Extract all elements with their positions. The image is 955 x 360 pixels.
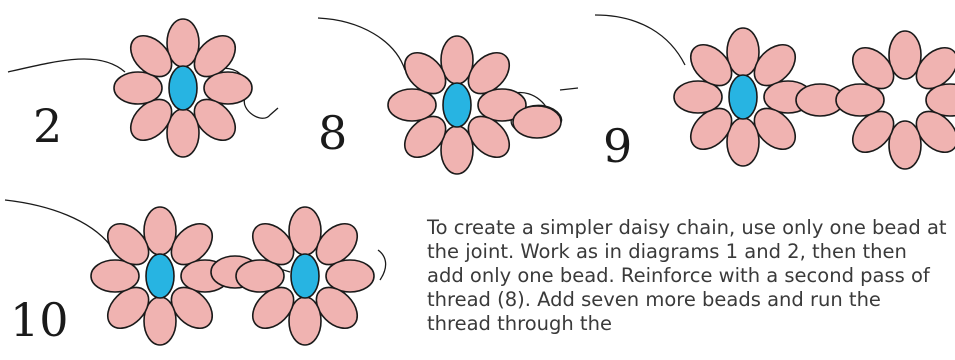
step10-second-petal-bead: [251, 286, 295, 330]
step9-petal-bead: [673, 80, 723, 114]
step8-petal-bead: [467, 51, 511, 95]
step9-petal-bead: [753, 107, 797, 151]
step9-second-petal-bead: [888, 30, 922, 80]
step10-second-petal-bead: [251, 222, 295, 266]
step10-second-petal-bead: [315, 222, 359, 266]
step8-petal-bead: [467, 115, 511, 159]
step9-second-petal-bead: [915, 46, 955, 90]
step10-petal-bead: [106, 222, 150, 266]
step10-petal-bead: [106, 286, 150, 330]
step8-petal-bead: [403, 51, 447, 95]
step9-center-bead: [728, 74, 758, 120]
step-label-8: 8: [318, 106, 348, 160]
bead-flowers: [90, 18, 955, 346]
step9-second-petal-bead: [835, 83, 885, 117]
step9-second-petal-bead: [888, 120, 922, 170]
step8-joint-bead: [512, 105, 562, 139]
step2-petal-bead: [129, 34, 173, 78]
step2-petal-bead: [203, 71, 253, 105]
step8-petal-bead: [387, 88, 437, 122]
step-label-9: 9: [603, 119, 633, 173]
step2-petal-bead: [113, 71, 163, 105]
step8-center-bead: [442, 82, 472, 128]
step10-second-petal-bead: [315, 286, 359, 330]
instructions-text: To create a simpler daisy chain, use onl…: [427, 216, 947, 335]
step8-petal-bead: [477, 88, 527, 122]
step-label-2: 2: [33, 99, 63, 153]
step2-petal-bead: [193, 34, 237, 78]
step9-second-petal-bead: [851, 46, 895, 90]
step2-petal-bead: [193, 98, 237, 142]
step9-petal-bead: [689, 43, 733, 87]
step10-petal-bead: [170, 286, 214, 330]
step9-petal-bead: [689, 107, 733, 151]
step2-petal-bead: [129, 98, 173, 142]
step9-second-petal-bead: [925, 83, 955, 117]
step9-second-petal-bead: [851, 110, 895, 154]
step9-second-petal-bead: [915, 110, 955, 154]
step10-second-petal-bead: [235, 259, 285, 293]
step-label-10: 10: [10, 293, 69, 347]
step2-center-bead: [168, 65, 198, 111]
step10-second-petal-bead: [325, 259, 375, 293]
step10-center-bead: [145, 253, 175, 299]
step9-petal-bead: [753, 43, 797, 87]
step10-petal-bead: [170, 222, 214, 266]
step10-petal-bead: [90, 259, 140, 293]
step8-petal-bead: [403, 115, 447, 159]
step10-second-center-bead: [290, 253, 320, 299]
